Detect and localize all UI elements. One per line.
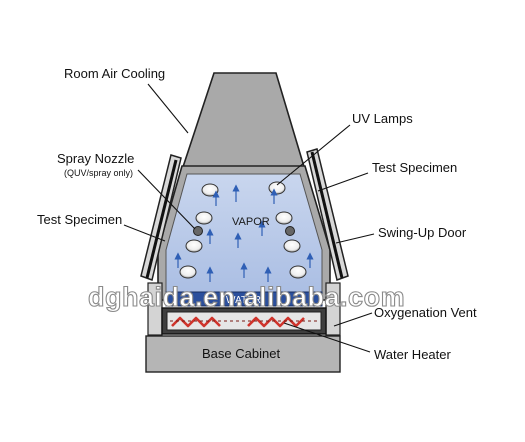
water-pan — [165, 291, 323, 307]
leader-test-specimen-right — [317, 172, 369, 192]
uv-lamp-right-1 — [268, 181, 286, 195]
room-air-cooling-label: Room Air Cooling — [64, 66, 165, 81]
water-heater-label: Water Heater — [374, 347, 451, 362]
base-cabinet — [145, 335, 341, 373]
leader-water-heater — [283, 322, 371, 353]
leader-spray-nozzle — [137, 169, 196, 230]
leader-lines — [123, 83, 375, 353]
leader-oxygenation-vent — [333, 312, 373, 327]
spray-nozzle-left — [193, 226, 203, 236]
uv-lamp-right-2 — [275, 211, 293, 225]
leader-room-air-cooling — [147, 83, 189, 134]
water-heater-coil — [171, 316, 221, 328]
test-specimen-left-bar — [145, 159, 178, 279]
test-specimen-right-bar — [310, 151, 344, 279]
base-cabinet-label: Base Cabinet — [202, 346, 280, 361]
leader-uv-lamps — [276, 124, 351, 186]
spray-nozzle-label: Spray Nozzle — [57, 151, 134, 166]
vapor-label: VAPOR — [232, 216, 270, 228]
water-label: WATER — [226, 295, 261, 306]
watermark: dghaida.en.alibaba.com — [88, 282, 405, 312]
leader-test-specimen-left — [123, 224, 166, 242]
water-heater-coil-2 — [247, 316, 305, 328]
leader-swing-up-door — [335, 233, 375, 244]
uv-lamp-left-4 — [179, 265, 197, 279]
uv-lamp-left-3 — [185, 239, 203, 253]
test-specimen-left-label: Test Specimen — [37, 212, 122, 227]
swing-up-door-label: Swing-Up Door — [378, 225, 467, 240]
uv-lamp-left-2 — [195, 211, 213, 225]
uv-lamp-right-3 — [283, 239, 301, 253]
uv-lamps-label: UV Lamps — [352, 111, 413, 126]
spray-nozzle-note: (QUV/spray only) — [64, 168, 133, 178]
oxygenation-vent-label: Oxygenation Vent — [374, 305, 477, 320]
uv-lamp-right-4 — [289, 265, 307, 279]
test-specimen-right-label: Test Specimen — [372, 160, 457, 175]
cooling-hood — [180, 72, 307, 171]
spray-nozzle-right — [285, 226, 295, 236]
vapor-arrows — [174, 184, 314, 282]
